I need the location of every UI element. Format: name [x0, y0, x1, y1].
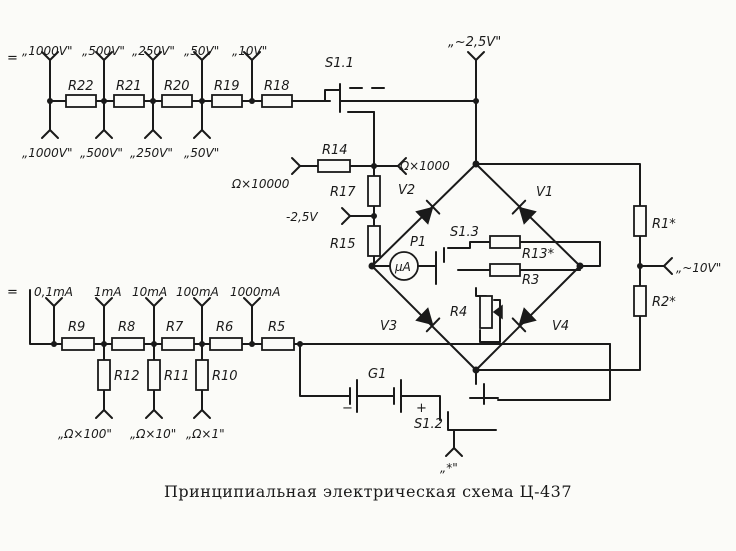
label-50v-top: „50V": [184, 44, 219, 58]
label-r11: R11: [164, 369, 190, 384]
label-ohm-x10000: Ω×10000: [231, 177, 290, 191]
battery-minus: −: [342, 401, 353, 416]
switch-s1-3: [417, 241, 601, 285]
label-250v-bottom: „250V": [130, 146, 173, 160]
label-r12: R12: [114, 369, 140, 384]
label-s1-3: S1.3: [450, 225, 479, 240]
label-s1-1: S1.1: [325, 56, 354, 71]
voltage-divider: R22 R21 R20 R19 R18: [41, 51, 331, 139]
label-1ma: 1mA: [94, 285, 122, 299]
label-v4: V4: [552, 319, 569, 334]
resistor-r9: [61, 337, 95, 351]
label-g1: G1: [368, 367, 386, 382]
label-1000v-bottom: „1000V": [22, 146, 72, 160]
label-v3: V3: [380, 319, 397, 334]
label-r18: R18: [264, 79, 290, 94]
label-v2: V2: [398, 183, 415, 198]
switch-s1-1: [291, 83, 385, 161]
dc-symbol-top: =: [7, 51, 18, 66]
meter-ua-label: μA: [394, 260, 411, 274]
label-r9: R9: [68, 320, 85, 335]
label-ohm-x1: „Ω×1": [186, 427, 225, 441]
diode-v1: [511, 199, 537, 225]
resistor-r1: [633, 205, 647, 237]
label-r21: R21: [116, 79, 142, 94]
label-ohm-x100: „Ω×100": [58, 427, 112, 441]
label-r8: R8: [118, 320, 135, 335]
label-r19: R19: [214, 79, 240, 94]
battery-plus: +: [416, 401, 427, 416]
label-10ma: 10mA: [132, 285, 167, 299]
label-ac-10v: „~10V": [676, 261, 721, 275]
resistor-r22: [65, 94, 97, 108]
label-r15: R15: [330, 237, 356, 252]
label-r4: R4: [450, 305, 467, 320]
label-500v-top: „500V": [82, 44, 125, 58]
diode-v4: [511, 307, 537, 333]
label-r5: R5: [268, 320, 285, 335]
label-r17: R17: [330, 185, 356, 200]
dc-symbol-mid: =: [7, 285, 18, 300]
label-r2: R2*: [652, 295, 676, 310]
battery-g1: [349, 379, 441, 413]
resistor-r6: [209, 337, 243, 351]
label-1000v-top: „1000V": [22, 44, 72, 58]
resistor-r7: [161, 337, 195, 351]
resistor-r15: [367, 225, 381, 257]
resistor-r14: [317, 159, 351, 173]
resistor-r13: [489, 235, 521, 249]
resistor-r4: [479, 295, 493, 329]
label-p1: P1: [410, 235, 426, 250]
resistor-r5: [261, 337, 295, 351]
label-s1-2: S1.2: [414, 417, 443, 432]
resistor-r11: [147, 359, 161, 391]
label-100ma: 100mA: [176, 285, 219, 299]
label-r22: R22: [68, 79, 94, 94]
label-r14: R14: [322, 143, 348, 158]
label-r20: R20: [164, 79, 190, 94]
label-minus-2-5v: -2,5V: [286, 210, 318, 224]
resistor-r21: [113, 94, 145, 108]
label-0-1ma: 0,1mA: [34, 285, 73, 299]
label-250v-top: „250V": [132, 44, 175, 58]
resistor-r2: [633, 285, 647, 317]
resistor-r18: [261, 94, 293, 108]
label-r13: R13*: [522, 247, 555, 262]
resistor-r8: [111, 337, 145, 351]
label-r3: R3: [522, 273, 539, 288]
label-r10: R10: [212, 369, 238, 384]
label-common: „*": [440, 461, 458, 475]
figure-caption: Принципиальная электрическая схема Ц-437: [163, 482, 573, 501]
label-v1: V1: [536, 185, 553, 200]
label-500v-bottom: „500V": [80, 146, 123, 160]
label-r7: R7: [166, 320, 184, 335]
resistor-r12: [97, 359, 111, 391]
resistor-r20: [161, 94, 193, 108]
label-10v-top: „10V": [232, 44, 267, 58]
switch-s1-2: [439, 369, 499, 457]
label-1000ma: 1000mA: [230, 285, 280, 299]
diode-v2: [415, 199, 441, 225]
label-50v-bottom: „50V": [184, 146, 219, 160]
resistor-r17: [367, 175, 381, 207]
label-r6: R6: [216, 320, 233, 335]
resistor-r19: [211, 94, 243, 108]
resistor-r10: [195, 359, 209, 391]
label-ohm-x10: „Ω×10": [130, 427, 176, 441]
label-ohm-x1000: Ω×1000: [399, 159, 450, 173]
label-r1: R1*: [652, 217, 676, 232]
diode-v3: [415, 307, 441, 333]
resistor-r3: [489, 263, 521, 277]
label-ac-2-5v: „~2,5V": [448, 35, 501, 50]
